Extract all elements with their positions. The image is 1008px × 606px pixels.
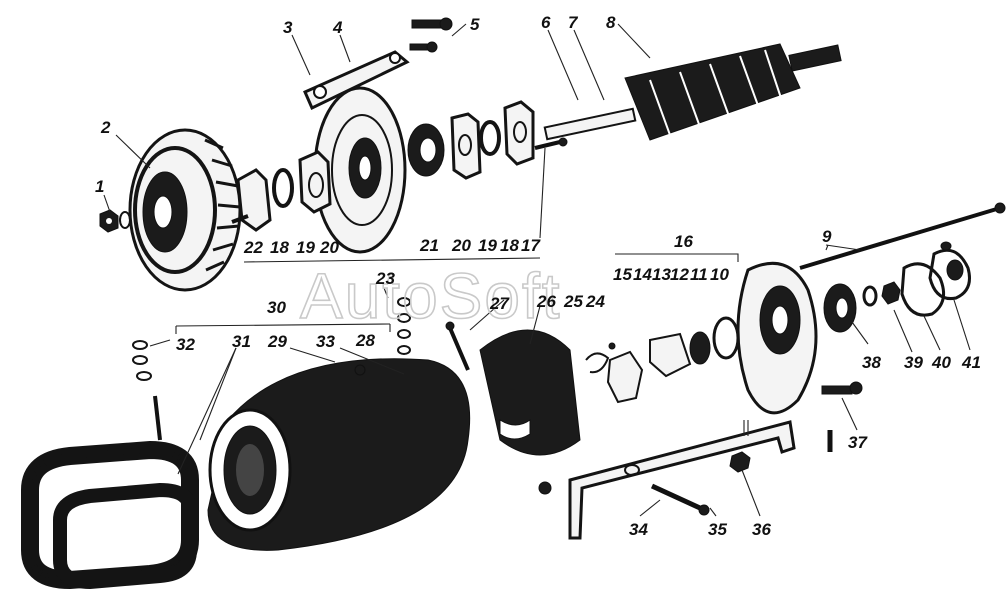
label-13: 13: [652, 265, 671, 284]
label-34: 34: [629, 520, 648, 539]
label-28: 28: [355, 331, 375, 350]
drive-end-cover-part: [313, 86, 407, 254]
label-39: 39: [904, 353, 923, 372]
label-27: 27: [489, 294, 510, 313]
bolt-37-part: [821, 381, 863, 452]
pulley-fan-part: [128, 128, 242, 292]
label-19a: 19: [296, 238, 315, 257]
label-24: 24: [585, 292, 605, 311]
label-30: 30: [267, 298, 286, 317]
label-17: 17: [521, 236, 541, 255]
label-12: 12: [670, 265, 689, 284]
label-6: 6: [541, 13, 551, 32]
label-22: 22: [243, 238, 263, 257]
part-labels: 1 2 3 4 5 6 7 8 9 10 11 12 13 14 15 16 1…: [95, 13, 981, 539]
label-33: 33: [316, 332, 335, 351]
label-20a: 20: [319, 238, 339, 257]
label-38: 38: [862, 353, 881, 372]
label-23: 23: [375, 269, 395, 288]
label-32: 32: [176, 335, 195, 354]
label-15: 15: [613, 265, 632, 284]
label-18a: 18: [270, 238, 289, 257]
bracket-arm-part: [303, 50, 410, 111]
brush-parts: [585, 332, 692, 404]
label-5: 5: [470, 15, 480, 34]
lower-washers-part: [231, 150, 332, 232]
label-18b: 18: [500, 236, 519, 255]
label-10: 10: [710, 265, 729, 284]
rear-bearing-part: [823, 241, 971, 333]
screws-28-33-part: [132, 297, 411, 441]
screw-17-part: [534, 137, 568, 150]
label-35: 35: [708, 520, 727, 539]
watermark-text: AutoSoft: [300, 260, 562, 332]
label-3: 3: [283, 18, 293, 37]
label-40: 40: [931, 353, 951, 372]
housing-part: [207, 358, 471, 551]
label-26: 26: [536, 292, 556, 311]
upper-washers-part: [450, 100, 535, 180]
label-11: 11: [690, 265, 708, 284]
label-31: 31: [232, 332, 251, 351]
label-16: 16: [674, 232, 693, 251]
label-9: 9: [822, 227, 832, 246]
label-8: 8: [606, 13, 616, 32]
bolts-part-5: [409, 17, 453, 53]
label-29: 29: [267, 332, 287, 351]
label-25: 25: [563, 292, 583, 311]
label-1: 1: [95, 177, 104, 196]
label-4: 4: [332, 18, 343, 37]
mounting-strap-part: [568, 420, 796, 540]
label-2: 2: [100, 118, 111, 137]
commutator-end-cover-part: [689, 261, 818, 415]
armature-part: [543, 43, 842, 141]
label-21: 21: [419, 236, 439, 255]
leader-lines: [103, 23, 971, 517]
field-coil-part: [21, 440, 199, 590]
through-bolt-9-part: [799, 202, 1006, 270]
label-20b: 20: [451, 236, 471, 255]
label-36: 36: [752, 520, 771, 539]
label-37: 37: [848, 433, 868, 452]
label-19b: 19: [478, 236, 497, 255]
label-7: 7: [568, 13, 579, 32]
bearing-21-part: [407, 123, 445, 177]
screw-27-part: [445, 321, 470, 371]
label-14: 14: [633, 265, 652, 284]
label-41: 41: [961, 353, 981, 372]
brush-band-part: [479, 329, 581, 495]
nut-part: [99, 209, 131, 233]
